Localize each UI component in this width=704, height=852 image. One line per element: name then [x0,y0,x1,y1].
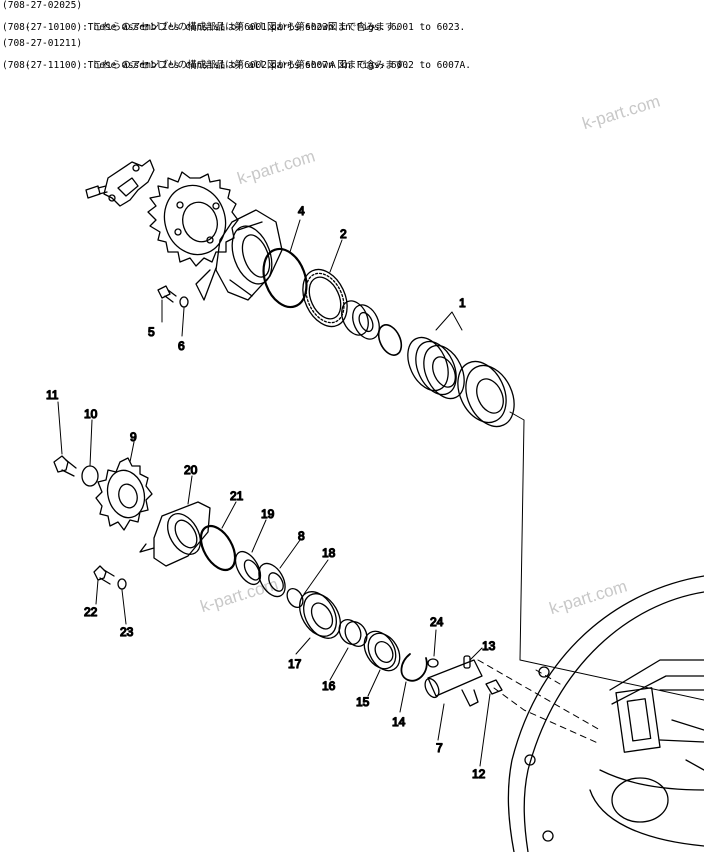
header-line-5-note: これらのアセンブリの構成部品は第6002図から第6007Ａ図まで含みます. [92,60,410,71]
bearing-cover [195,209,283,301]
callout-17: 17 [288,657,302,671]
bearing [258,562,286,598]
snap-ring [377,324,403,356]
callout-7: 7 [436,741,443,755]
callout-leaders [57,219,491,767]
callout-8: 8 [298,529,305,543]
callout-1: 1 [459,296,466,310]
plate-bolt [85,185,108,199]
o-ring [262,247,308,309]
washer [81,465,99,487]
callout-5: 5 [148,325,155,339]
lock-plate [103,159,155,207]
callout-23: 23 [120,625,134,639]
bearing [299,591,341,639]
callout-24: 24 [430,615,444,629]
callout-4: 4 [298,204,305,218]
bolt [157,285,177,303]
callout-13: 13 [482,639,496,653]
header-line-3: (708-27-10100):These assemblies consist … [2,22,466,33]
washer [179,296,189,308]
washer [117,578,127,590]
pin [463,655,471,669]
header-line-5: ( これらのアセンブリの構成部品は第6002図から第6007Ａ図まで含みます. [2,49,410,71]
header-line-2: ( これらのアセンブリの構成部品は第6001図から第6023図まで含みます. [2,11,400,33]
callout-6: 6 [178,339,185,353]
collar [341,300,380,340]
callout-11: 11 [46,388,59,402]
callout-16: 16 [322,679,336,693]
callout-14: 14 [392,715,406,729]
snap-ring [286,588,304,608]
callout-20: 20 [184,463,198,477]
bearing-outer [457,360,515,428]
spacer [338,619,368,647]
callout-22: 22 [84,605,98,619]
callout-2: 2 [340,227,347,241]
header-line-6: (708-27-11100):These assemblies consist … [2,60,471,71]
transmission-housing [507,575,704,852]
drive-gear-small [95,457,153,531]
snap-ring [400,653,428,682]
shaft [424,659,483,707]
bearing-set [407,336,465,400]
header-line-1: (708-27-02025) [2,0,83,11]
callout-15: 15 [356,695,370,709]
plug [427,658,439,668]
callout-18: 18 [322,546,336,560]
bearing [302,268,348,328]
bolt [53,455,77,477]
header-line-2-prefix: ( [13,22,31,33]
bearing [363,630,401,672]
seal [234,550,262,586]
callout-10: 10 [84,407,98,421]
key [485,679,503,695]
callout-12: 12 [472,767,486,781]
o-ring [199,524,237,572]
callout-9: 9 [130,430,137,444]
header-line-2-note: これらのアセンブリの構成部品は第6001図から第6023図まで含みます. [92,22,401,33]
retainer-plate [139,501,211,567]
header-line-5-prefix: ( [13,60,31,71]
bolt [93,565,115,585]
assembly-leader-lines [477,411,704,745]
header-line-4: (708-27-01211) [2,38,83,49]
callout-21: 21 [230,489,244,503]
callout-19: 19 [261,507,275,521]
drive-gear-large [147,171,239,267]
